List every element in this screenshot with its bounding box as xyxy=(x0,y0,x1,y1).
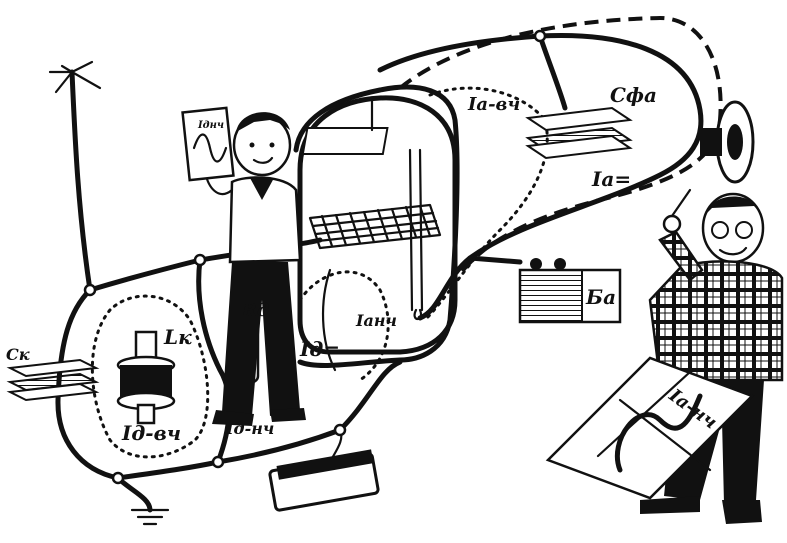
ground-symbol xyxy=(118,478,168,524)
label-id-vch: Iд-вч xyxy=(121,421,181,445)
earphone-capsule xyxy=(269,430,378,511)
label-id-nch: Iд-нч xyxy=(225,419,274,438)
label-id-dc: Iд= xyxy=(299,337,340,361)
boy-sign-label: Iднч xyxy=(197,120,224,131)
label-rd: Rд xyxy=(241,300,269,321)
label-ia-vch: Iа-вч xyxy=(467,94,520,115)
label-cfa: Сфа xyxy=(610,83,657,107)
label-ba: Ба xyxy=(585,285,616,309)
loudspeaker xyxy=(700,102,753,182)
label-lk: Lк xyxy=(163,325,192,349)
boy-sign: Iднч xyxy=(183,108,234,180)
capacitor-cfa xyxy=(528,108,630,158)
capacitor-ck xyxy=(10,360,96,400)
label-ia-dc: Iа= xyxy=(591,167,631,191)
label-ck: Ск xyxy=(6,345,30,364)
antenna xyxy=(50,62,100,290)
label-i-anch: Iанч xyxy=(355,311,397,330)
